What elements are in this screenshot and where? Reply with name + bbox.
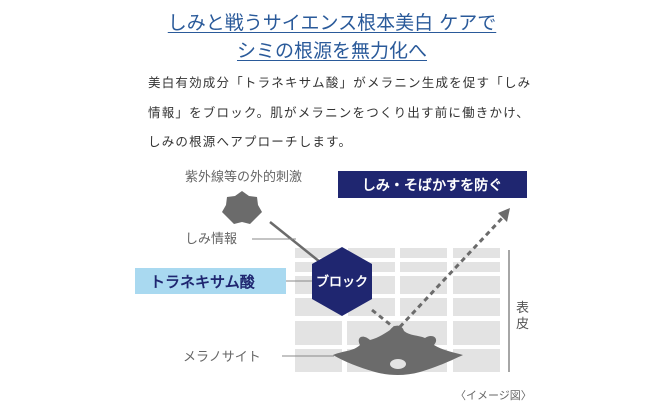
block-hexagon	[312, 247, 372, 316]
uv-stimulus-icon	[222, 191, 262, 224]
dashed-arrow	[371, 213, 507, 333]
melanocyte-icon	[333, 325, 463, 375]
description-line-2: 情報」をブロック。肌がメラニンをつくり出す前に働きかけ、	[148, 105, 530, 120]
epidermis-label-1: 表	[516, 301, 529, 316]
melanocyte-label: メラノサイト	[183, 350, 261, 365]
result-label: しみ・そばかすを防ぐ	[362, 177, 502, 194]
heading-line-2[interactable]: シミの根源を無力化へ	[236, 40, 427, 62]
ingredient-label: トラネキサム酸	[150, 273, 256, 291]
caption: 〈イメージ図〉	[455, 389, 532, 402]
ingredient-box	[135, 268, 286, 294]
info-label: しみ情報	[185, 232, 237, 247]
description-line-3: しみの根源へアプローチします。	[148, 134, 353, 149]
arrowhead-icon	[498, 208, 510, 222]
signal-line	[269, 221, 321, 263]
result-box	[338, 171, 527, 198]
heading-line-1[interactable]: しみと戦うサイエンス根本美白 ケアで	[167, 12, 497, 34]
epidermis-label-2: 皮	[516, 317, 529, 332]
block-label: ブロック	[316, 274, 368, 290]
description-line-1: 美白有効成分「トラネキサム酸」がメラニン生成を促す「しみ	[148, 75, 532, 90]
uv-label: 紫外線等の外的刺激	[185, 169, 302, 185]
